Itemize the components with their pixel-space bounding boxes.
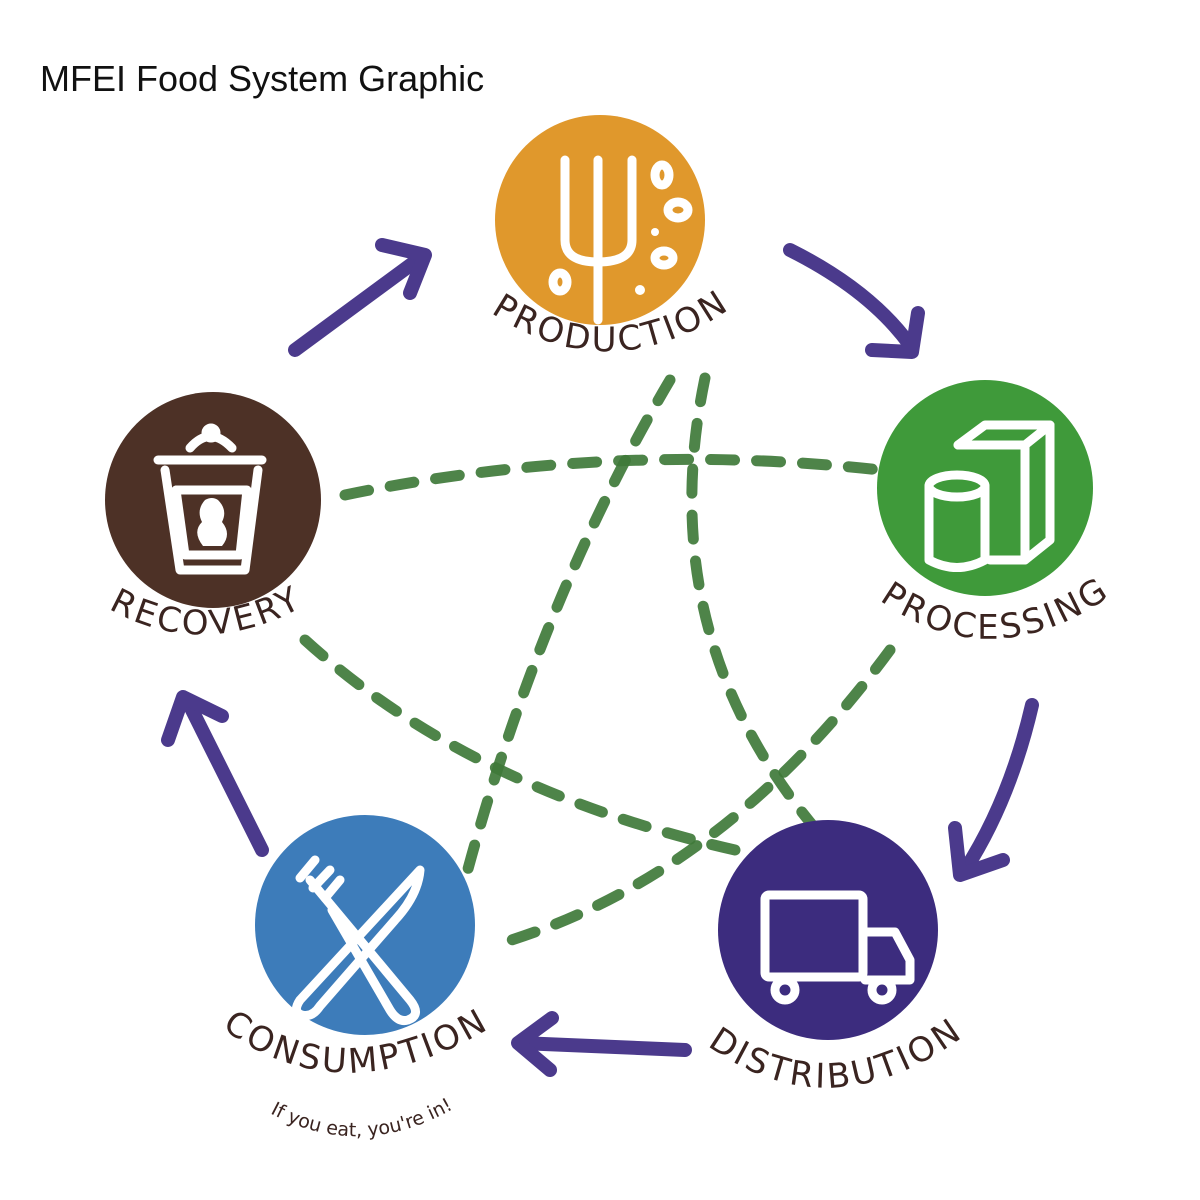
node-processing: PROCESSING [874, 380, 1114, 648]
fork-knife-icon [292, 855, 425, 1025]
page-title: MFEI Food System Graphic [40, 58, 485, 99]
arrow-distribution-to-consumption [511, 1011, 692, 1077]
connector-lines [299, 372, 896, 951]
node-production: PRODUCTION [486, 115, 734, 360]
arrow-consumption-to-recovery [161, 690, 269, 857]
node-consumption: CONSUMPTION If you eat, you're in! [216, 815, 493, 1142]
connector-production-distribution [686, 372, 831, 846]
svg-text:If you eat, you're in!: If you eat, you're in! [268, 1094, 456, 1142]
connector-production-consumption [459, 374, 676, 886]
flow-arrows [161, 238, 1039, 1077]
node-recovery: RECOVERY [104, 392, 321, 644]
compost-bin-icon [153, 423, 267, 575]
arrow-production-to-processing [783, 243, 925, 359]
connector-recovery-processing [339, 453, 886, 501]
node-distribution: DISTRIBUTION [702, 820, 967, 1097]
consumption-tagline: If you eat, you're in! [268, 1094, 456, 1142]
pitchfork-icon [548, 155, 693, 325]
arrow-processing-to-distribution [948, 698, 1039, 882]
connector-recovery-distribution [299, 634, 741, 856]
truck-icon [760, 890, 915, 1005]
connector-processing-consumption [489, 644, 896, 951]
arrow-recovery-to-production [288, 238, 432, 357]
distribution-circle [718, 820, 938, 1040]
packaged-food-icon [924, 420, 1055, 572]
